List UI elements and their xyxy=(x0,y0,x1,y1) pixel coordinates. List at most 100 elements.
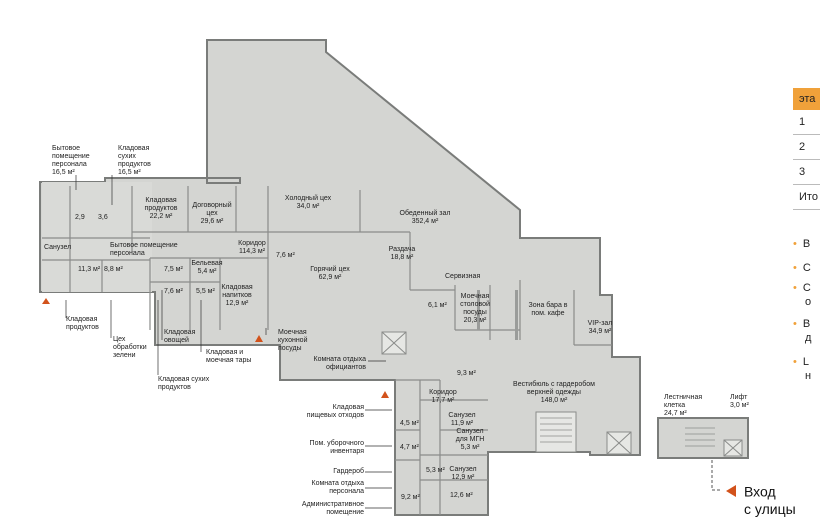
room-label: Моечная столовой посуды 20,3 м² xyxy=(455,293,495,325)
area-value: 5,3 м² xyxy=(426,467,445,474)
room-area: 12,9 м² xyxy=(225,300,249,307)
area-value: 9,3 м² xyxy=(457,370,476,377)
bullet-dot-icon: • xyxy=(793,318,797,330)
room-label: Раздача 18,8 м² xyxy=(380,246,424,262)
room-name: Кладовая продуктов xyxy=(144,197,178,212)
bullet-dot-icon: • xyxy=(793,282,797,294)
entrance-arrow-icon xyxy=(726,485,736,498)
room-area: 11,9 м² xyxy=(450,420,474,427)
room-label: Санузел 12,9 м² xyxy=(446,466,480,482)
room-name: Сервизная xyxy=(445,273,481,280)
stair-block-steps xyxy=(685,427,715,447)
room-label: Санузел для МГН 5,3 м² xyxy=(452,428,488,452)
callout-label: Цех обработки зелени xyxy=(113,336,157,360)
room-label: Кладовая продуктов 22,2 м² xyxy=(138,197,184,221)
room-label: Договорный цех 29,6 м² xyxy=(186,202,238,226)
room-area: 24,7 м² xyxy=(664,410,687,417)
area-value: 2,9 xyxy=(75,214,85,221)
table-row: Ито xyxy=(793,185,820,210)
callout-name: Пом. уборочного инвентаря xyxy=(309,440,364,455)
callout-area: 16,5 м² xyxy=(118,169,141,176)
callout-label: Комната отдыха персонала xyxy=(304,480,365,496)
callout-name: Кладовая сухих продуктов xyxy=(118,145,151,168)
area-value: 6,1 м² xyxy=(428,302,447,309)
callout-name: Кладовая сухих продуктов xyxy=(158,376,210,391)
area-value: 4,7 м² xyxy=(400,444,419,451)
area-value: 8,8 м² xyxy=(104,266,123,273)
room-area: 148,0 м² xyxy=(540,397,568,404)
callout-name: Бытовое помещение персонала xyxy=(110,242,178,257)
bullet-item: •В xyxy=(793,318,811,330)
room-label: Коридор 17,7 м² xyxy=(425,389,461,405)
callout-area: 16,5 м² xyxy=(52,169,75,176)
entrance-subtext: с улицы xyxy=(744,501,796,518)
callout-label: Кладовая овощей xyxy=(164,329,204,345)
room-name: Вестибюль с гардеробом верхней одежды xyxy=(513,381,595,396)
room-area: 34,0 м² xyxy=(296,203,320,210)
room-label: Санузел 11,9 м² xyxy=(446,412,478,428)
callout-label: Санузел xyxy=(44,244,71,252)
room-area: 34,9 м² xyxy=(588,328,612,335)
room-name: Горячий цех xyxy=(310,266,350,273)
room-area: 5,4 м² xyxy=(197,268,217,275)
callout-name: Гардероб xyxy=(333,468,364,475)
room-area: 352,4 м² xyxy=(411,218,439,225)
bullet-item: •С xyxy=(793,282,811,294)
room-name: Коридор xyxy=(238,240,266,247)
room-label: Кладовая напитков 12,9 м² xyxy=(220,284,254,308)
room-area: 22,2 м² xyxy=(149,213,173,220)
area-value: 7,6 м² xyxy=(276,252,295,259)
callout-name: Комната отдыха официантов xyxy=(313,356,367,371)
callout-name: Административное помещение xyxy=(301,501,364,516)
room-area: 29,6 м² xyxy=(200,218,224,225)
room-name: Обеденный зал xyxy=(399,210,451,217)
callout-name: Кладовая пищевых отходов xyxy=(306,404,364,419)
room-label: Лестничная клетка 24,7 м² xyxy=(664,394,704,418)
entrance-label: Вход с улицы xyxy=(726,482,796,517)
room-name: Лестничная клетка xyxy=(664,394,703,409)
room-name: Бельевая xyxy=(191,260,223,267)
bullet-item: •В xyxy=(793,238,811,250)
callout-name: Санузел xyxy=(44,244,72,251)
callout-name: Бытовое помещение персонала xyxy=(52,145,90,168)
callout-label: Пом. уборочного инвентаря xyxy=(298,440,364,456)
callout-name: Комната отдыха персонала xyxy=(311,480,365,495)
room-area: 5,3 м² xyxy=(460,444,480,451)
table-row: 1 xyxy=(793,110,820,135)
room-name: Моечная столовой посуды xyxy=(460,293,490,316)
callout-label: Комната отдыха официантов xyxy=(308,356,367,372)
room-area: 12,9 м² xyxy=(451,474,475,481)
room-name: Лифт xyxy=(730,394,748,401)
area-value: 5,5 м² xyxy=(196,288,215,295)
table-row: 2 xyxy=(793,135,820,160)
area-value: 9,2 м² xyxy=(401,494,420,501)
stair-steps xyxy=(540,417,572,443)
room-area: 18,8 м² xyxy=(390,254,414,261)
callout-label: Гардероб xyxy=(318,468,364,476)
callout-name: Цех обработки зелени xyxy=(113,336,147,359)
bullet-item: •С xyxy=(793,262,811,274)
room-name: Коридор xyxy=(429,389,457,396)
bullet-cont: д xyxy=(805,332,812,344)
callout-label: Кладовая и моечная тары xyxy=(206,349,262,365)
room-label: Вестибюль с гардеробом верхней одежды 14… xyxy=(506,381,602,405)
bullet-item: •L xyxy=(793,356,809,368)
room-label: Горячий цех 62,9 м² xyxy=(300,266,360,282)
entry-path xyxy=(711,460,722,491)
callout-label: Кладовая сухих продуктов xyxy=(158,376,222,392)
room-name: Раздача xyxy=(388,246,416,253)
room-area: 62,9 м² xyxy=(318,274,342,281)
callout-label: Кладовая пищевых отходов xyxy=(306,404,364,420)
callout-label: Кладовая продуктов xyxy=(66,316,110,332)
columns xyxy=(477,290,518,340)
room-label: VIP-зал 34,9 м² xyxy=(580,320,620,336)
callout-label: Кладовая сухих продуктов 16,5 м² xyxy=(118,145,164,177)
bullet-dot-icon: • xyxy=(793,356,797,368)
room-label: Обеденный зал 352,4 м² xyxy=(390,210,460,226)
room-area: 17,7 м² xyxy=(431,397,455,404)
table-header: эта xyxy=(793,88,820,110)
bullet-cont: о xyxy=(805,296,812,308)
callout-label: Бытовое помещение персонала 16,5 м² xyxy=(52,145,98,177)
bullet-cont: н xyxy=(805,370,812,382)
